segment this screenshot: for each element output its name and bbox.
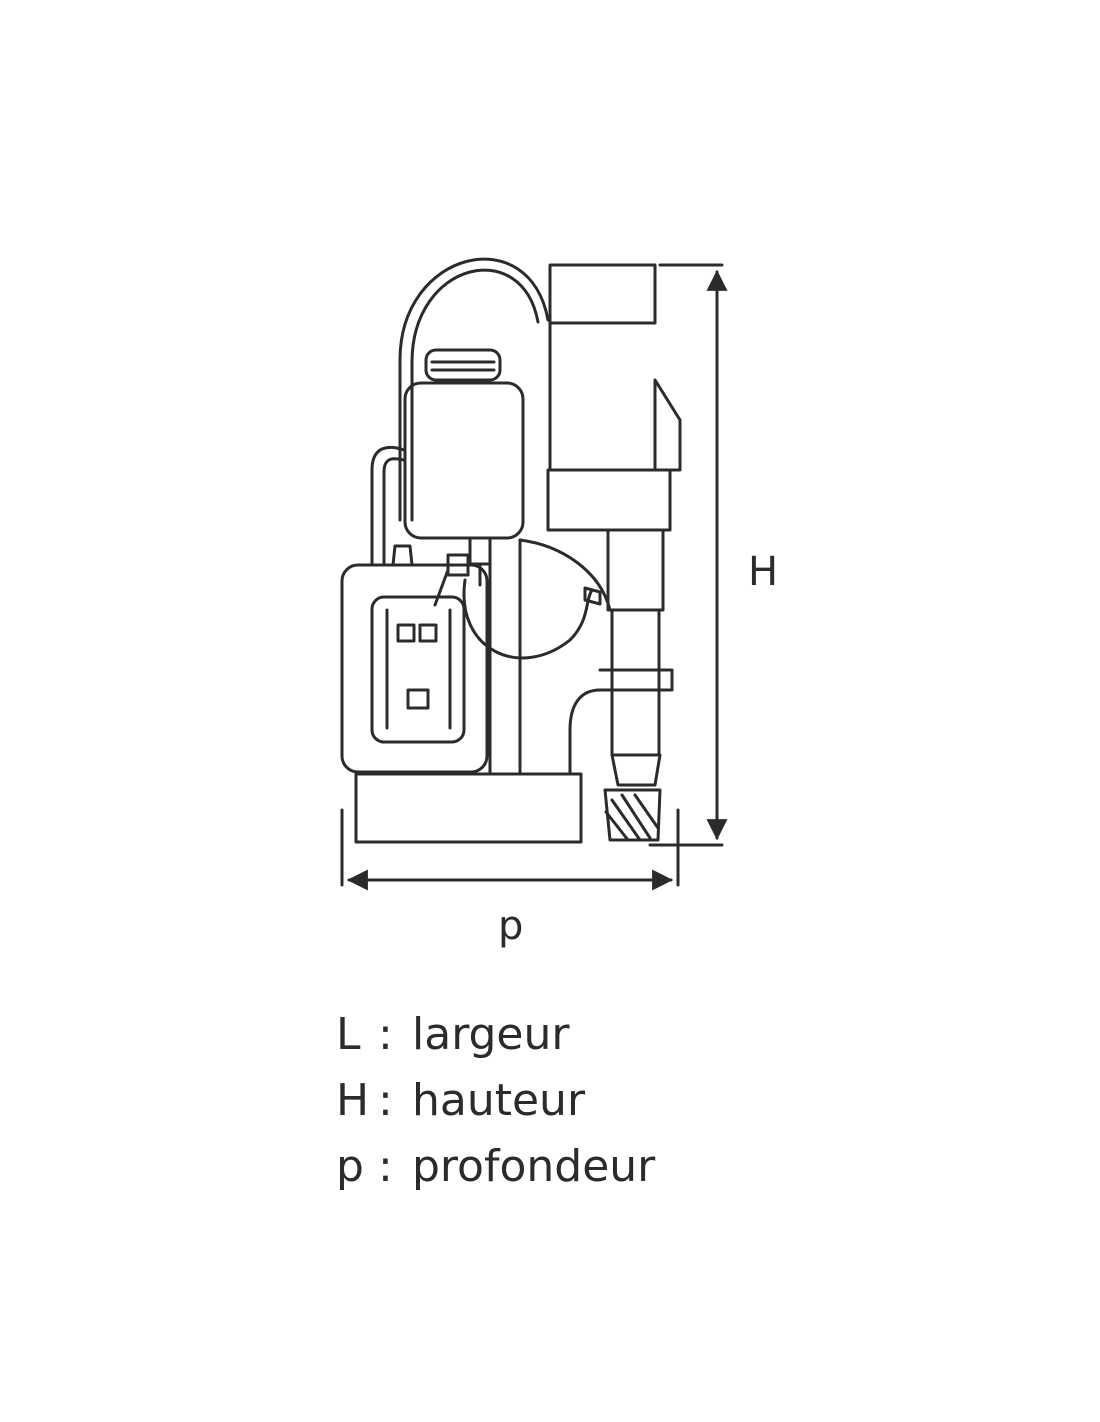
drill-frame [488,538,674,774]
height-dimension-label: H [748,549,779,595]
legend-row-width: L : largeur [336,1002,655,1068]
depth-dimension-label: p [498,903,524,949]
coolant-bottle [403,348,594,660]
legend-row-depth: p : profondeur [336,1134,655,1200]
power-cable [398,257,550,522]
motor-column [546,263,682,787]
legend-text: hauteur [412,1075,586,1126]
legend-text: largeur [412,1009,570,1060]
legend-symbol: H [336,1075,370,1126]
legend-separator: : [378,1141,393,1192]
height-dimension [648,263,728,847]
legend-separator: : [378,1009,393,1060]
control-box [340,544,489,774]
dimension-legend: L : largeur H : hauteur p : profondeur [336,1002,655,1200]
legend-separator: : [378,1075,393,1126]
magnetic-base [354,772,583,844]
side-hose [370,446,406,567]
annular-cutter [603,788,662,842]
legend-row-height: H : hauteur [336,1068,655,1134]
legend-text: profondeur [412,1141,656,1192]
legend-symbol: p [336,1141,364,1192]
legend-symbol: L [336,1009,361,1060]
depth-dimension [340,808,680,891]
